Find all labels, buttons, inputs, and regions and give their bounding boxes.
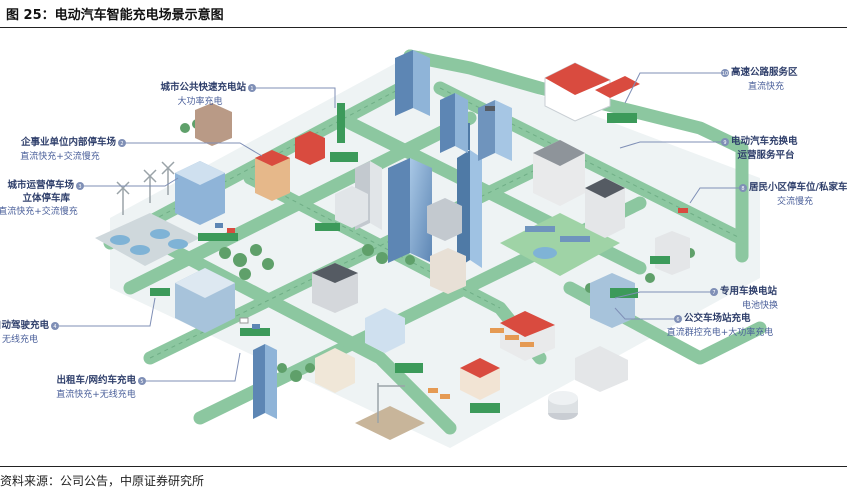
tower-left-bottom <box>253 344 277 419</box>
tower-tall-center <box>388 158 432 263</box>
callout-5-title: 出租车/网约车充电 <box>57 374 137 386</box>
callout-leader-lines <box>55 72 743 382</box>
callout-labels: 城市公共快速充电站 大功率充电 企事业单位内部停车场 直流快充+交流慢充 城市运… <box>0 66 847 400</box>
callout-4-title: 自动驾驶充电 <box>0 319 49 331</box>
figure-title: 图 25：电动汽车智能充电场景示意图 <box>6 8 224 23</box>
figure-source: 资料来源：公司公告，中原证券研究所 <box>0 474 205 488</box>
callout-8-title: 居民小区停车位/私家车 <box>749 181 847 193</box>
callout-7-number: 7 <box>712 290 715 296</box>
callout-3-title: 城市运营停车场 <box>7 179 74 191</box>
construction-site <box>355 383 425 440</box>
callout-4-sub: 无线充电 <box>2 333 38 345</box>
tower-glass-top <box>395 50 430 116</box>
callout-7-sub: 电池快换 <box>742 299 778 311</box>
callout-3-number: 3 <box>78 184 81 190</box>
callout-3-sub: 直流快充+交流慢充 <box>0 205 78 217</box>
callout-10-title: 高速公路服务区 <box>731 66 798 78</box>
industrial-tanks <box>548 346 628 420</box>
callout-10-sub: 直流快充 <box>748 80 784 92</box>
callout-7-title: 专用车换电站 <box>720 285 778 297</box>
callout-2-title: 企事业单位内部停车场 <box>20 136 117 148</box>
callout-4-number: 4 <box>53 324 56 330</box>
callout-5-number: 5 <box>140 379 143 385</box>
bottom-rule <box>0 466 847 467</box>
callout-2-sub: 直流快充+交流慢充 <box>20 150 100 162</box>
smart-charging-city-diagram: 1 2 3 4 5 6 7 8 9 10 城市公共快速充电站 大功率充电 企事业… <box>0 49 847 448</box>
highway-service-area <box>544 62 640 123</box>
tower-spire <box>457 123 482 268</box>
tower-twin <box>440 93 512 161</box>
water-treatment-plant <box>95 213 200 266</box>
callout-dot-numbers: 1 2 3 4 5 6 7 8 9 10 <box>53 71 744 385</box>
callout-2-number: 2 <box>120 141 123 147</box>
callout-5-sub: 直流快充+无线充电 <box>56 388 136 400</box>
parked-vehicles <box>215 106 688 399</box>
charging-stations <box>150 103 670 413</box>
callout-6-sub: 直流群控充电+大功率充电 <box>667 326 774 338</box>
callout-10-number: 10 <box>722 71 728 77</box>
callout-9-title: 电动汽车充换电 <box>731 135 798 147</box>
callout-9-number: 9 <box>723 140 726 146</box>
callout-8-sub: 交流慢充 <box>777 195 813 207</box>
top-rule <box>0 27 847 28</box>
callout-9-sub: 运营服务平台 <box>737 149 795 161</box>
callout-1-sub: 大功率充电 <box>177 95 222 107</box>
callout-3-title-2: 立体停车库 <box>22 192 70 204</box>
low-buildings <box>175 103 690 400</box>
callout-6-title: 公交车场站充电 <box>684 312 751 324</box>
callout-1-title: 城市公共快速充电站 <box>160 81 246 93</box>
callout-1-number: 1 <box>250 86 253 92</box>
callout-6-number: 6 <box>676 317 679 323</box>
wind-turbines <box>116 161 175 215</box>
callout-dots <box>51 69 747 385</box>
callout-8-number: 8 <box>741 186 744 192</box>
